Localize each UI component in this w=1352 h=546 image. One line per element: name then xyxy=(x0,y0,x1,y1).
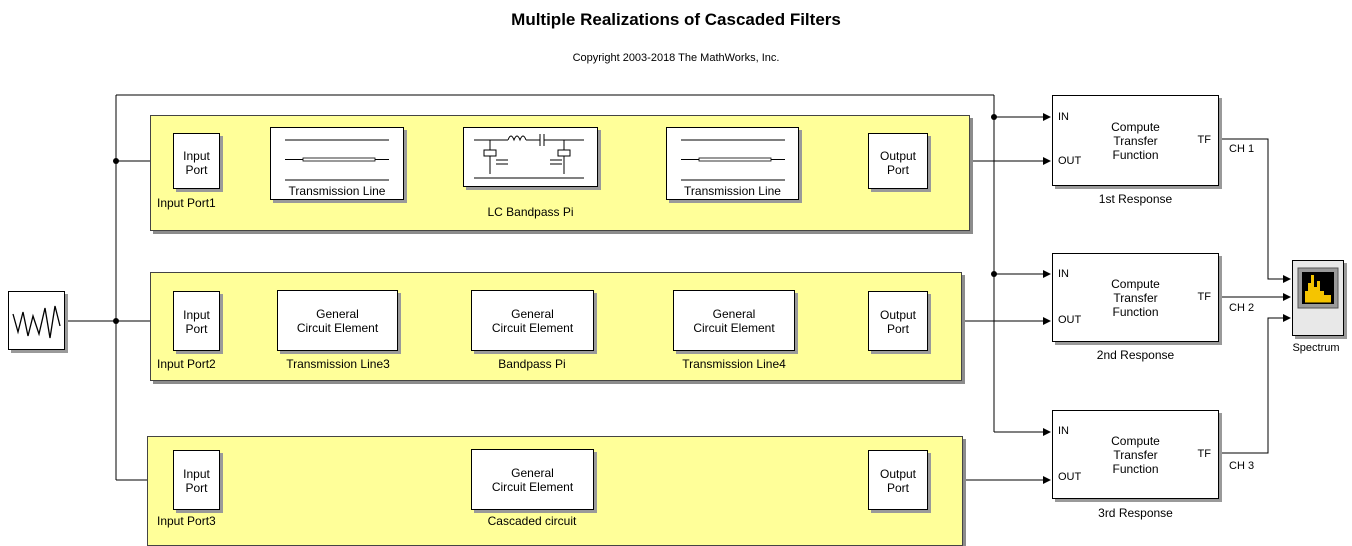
channel-label: CH 2 xyxy=(1229,302,1255,314)
block-label: Cascaded circuit xyxy=(487,514,577,528)
out-port-label: OUT xyxy=(1058,155,1082,167)
channel-label: CH 1 xyxy=(1229,143,1255,155)
transmission-line-block-2[interactable]: Transmission Line xyxy=(666,127,799,200)
input-port-label: Input Port2 xyxy=(157,357,216,371)
lc-bandpass-pi-block[interactable] xyxy=(463,127,598,187)
spectrum-label: Spectrum xyxy=(1292,342,1340,354)
transmission-line-icon xyxy=(285,139,389,181)
channel-label: CH 3 xyxy=(1229,460,1255,472)
transmission-line-block-1[interactable]: Transmission Line xyxy=(270,127,404,200)
in-port-label: IN xyxy=(1058,425,1069,437)
tf-port-label: TF xyxy=(1197,448,1211,460)
input-port-label: Input Port3 xyxy=(157,514,216,528)
spectrum-analyzer-block[interactable] xyxy=(1292,260,1344,336)
signal-source-block[interactable] xyxy=(8,291,65,350)
out-port-label: OUT xyxy=(1058,471,1082,483)
input-port-label: Input Port1 xyxy=(157,196,216,210)
random-signal-icon xyxy=(12,305,61,339)
copyright-text: Copyright 2003-2018 The MathWorks, Inc. xyxy=(572,52,780,64)
in-port-label: IN xyxy=(1058,268,1069,280)
block-label: Transmission Line4 xyxy=(682,357,786,371)
response-label: 3rd Response xyxy=(1098,506,1173,520)
out-port-label: OUT xyxy=(1058,314,1082,326)
block-label: LC Bandpass Pi xyxy=(487,205,574,219)
tf-port-label: TF xyxy=(1197,134,1211,146)
tf-port-label: TF xyxy=(1197,291,1211,303)
block-label: Transmission Line3 xyxy=(286,357,390,371)
response-label: 2nd Response xyxy=(1096,348,1175,362)
in-port-label: IN xyxy=(1058,111,1069,123)
block-label: Bandpass Pi xyxy=(498,357,566,371)
lc-bandpass-pi-icon xyxy=(474,134,584,179)
block-label: Transmission Line xyxy=(288,184,386,198)
transmission-line-icon xyxy=(681,139,785,181)
spectrum-analyzer-icon xyxy=(1297,267,1339,309)
block-label: Transmission Line xyxy=(684,184,781,198)
diagram-title: Multiple Realizations of Cascaded Filter… xyxy=(511,10,841,29)
response-label: 1st Response xyxy=(1098,192,1173,206)
